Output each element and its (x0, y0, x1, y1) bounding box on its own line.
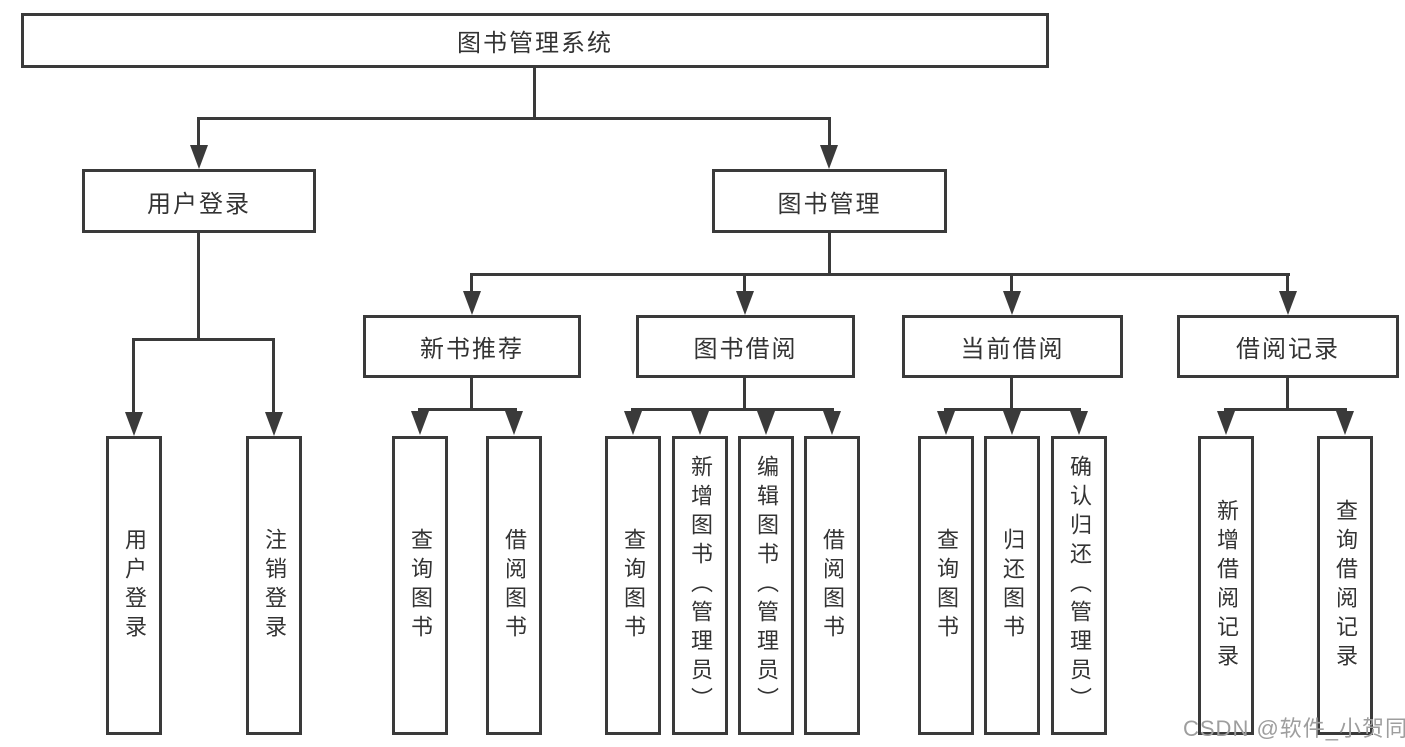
arrow-down-icon (1279, 291, 1297, 315)
arrow-down-icon (411, 411, 429, 435)
leaf-query-books-borrow: 查询图书 (605, 436, 661, 735)
connector-vline (1286, 273, 1289, 293)
csdn-watermark: CSDN @软件_小贺同学 (1183, 716, 1405, 741)
arrow-down-icon (190, 145, 208, 169)
arrow-down-icon (823, 411, 841, 435)
leaf-user-login: 用户登录 (106, 436, 162, 735)
connector-hline (418, 408, 517, 411)
arrow-down-icon (505, 411, 523, 435)
connector-vline (743, 378, 746, 411)
arrow-down-icon (265, 412, 283, 436)
connector-vline (470, 273, 473, 293)
connector-vline (828, 233, 831, 276)
connector-vline (470, 378, 473, 411)
connector-vline (197, 117, 200, 149)
leaf-borrow-books: 借阅图书 (804, 436, 860, 735)
connector-vline (533, 68, 536, 120)
leaf-query-books-recommend: 查询图书 (392, 436, 448, 735)
node-book-management: 图书管理 (712, 169, 947, 233)
leaf-add-borrow-record: 新增借阅记录 (1198, 436, 1254, 735)
arrow-down-icon (1336, 411, 1354, 435)
node-user-login-branch: 用户登录 (82, 169, 316, 233)
connector-vline (1286, 378, 1289, 411)
arrow-down-icon (463, 291, 481, 315)
connector-hline (132, 338, 275, 341)
connector-hline (631, 408, 834, 411)
leaf-borrow-books-recommend: 借阅图书 (486, 436, 542, 735)
arrow-down-icon (1003, 291, 1021, 315)
node-current-borrow: 当前借阅 (902, 315, 1123, 378)
arrow-down-icon (820, 145, 838, 169)
arrow-down-icon (1003, 411, 1021, 435)
connector-vline (132, 338, 135, 416)
arrow-down-icon (937, 411, 955, 435)
connector-vline (1010, 273, 1013, 293)
leaf-return-book: 归还图书 (984, 436, 1040, 735)
node-new-book-recommend: 新书推荐 (363, 315, 581, 378)
connector-hline (1224, 408, 1347, 411)
leaf-logout: 注销登录 (246, 436, 302, 735)
arrow-down-icon (736, 291, 754, 315)
connector-vline (1010, 378, 1013, 411)
arrow-down-icon (691, 411, 709, 435)
leaf-edit-book-admin: 编辑图书（管理员） (738, 436, 794, 735)
connector-hline (470, 273, 1290, 276)
leaf-add-book-admin: 新增图书（管理员） (672, 436, 728, 735)
leaf-confirm-return-admin: 确认归还（管理员） (1051, 436, 1107, 735)
node-root: 图书管理系统 (21, 13, 1049, 68)
arrow-down-icon (1070, 411, 1088, 435)
arrow-down-icon (757, 411, 775, 435)
connector-hline (197, 117, 831, 120)
connector-vline (828, 117, 831, 149)
connector-vline (743, 273, 746, 293)
arrow-down-icon (125, 412, 143, 436)
connector-vline (197, 233, 200, 341)
connector-hline (944, 408, 1081, 411)
node-book-borrow: 图书借阅 (636, 315, 855, 378)
leaf-query-books-current: 查询图书 (918, 436, 974, 735)
connector-vline (272, 338, 275, 416)
arrow-down-icon (1217, 411, 1235, 435)
node-borrow-records: 借阅记录 (1177, 315, 1399, 378)
leaf-query-borrow-record: 查询借阅记录 (1317, 436, 1373, 735)
arrow-down-icon (624, 411, 642, 435)
